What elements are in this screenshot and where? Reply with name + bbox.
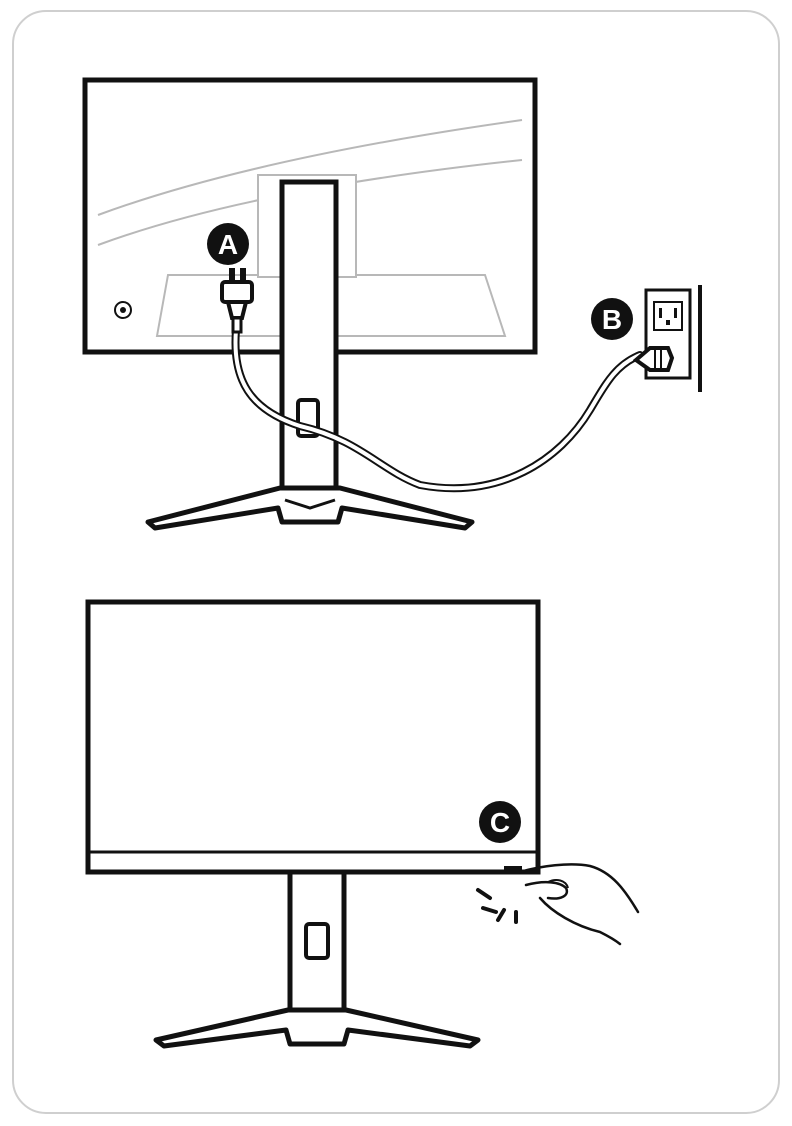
power-plug-icon	[220, 268, 254, 334]
callout-badge-c: C	[479, 801, 521, 843]
wall-outlet-icon	[632, 285, 702, 392]
callout-badge-a: A	[207, 223, 249, 265]
monitor-rear-view: A B	[82, 77, 702, 531]
callout-label-b: B	[602, 304, 622, 335]
press-indicator-icon	[476, 888, 518, 924]
power-button	[504, 866, 522, 871]
callout-badge-b: B	[591, 298, 633, 340]
stand-base-front	[153, 1007, 481, 1049]
housing-curve-line	[97, 119, 523, 216]
monitor-front-view: C	[85, 599, 640, 1049]
callout-label-c: C	[490, 807, 510, 838]
stand-neck	[279, 179, 339, 505]
callout-label-a: A	[218, 229, 238, 260]
cable-management-slot-front	[304, 922, 330, 960]
rear-lower-panel	[155, 274, 507, 337]
joystick-button-icon	[114, 301, 132, 319]
monitor-screen	[85, 599, 541, 875]
hand-pressing-icon	[518, 863, 640, 946]
